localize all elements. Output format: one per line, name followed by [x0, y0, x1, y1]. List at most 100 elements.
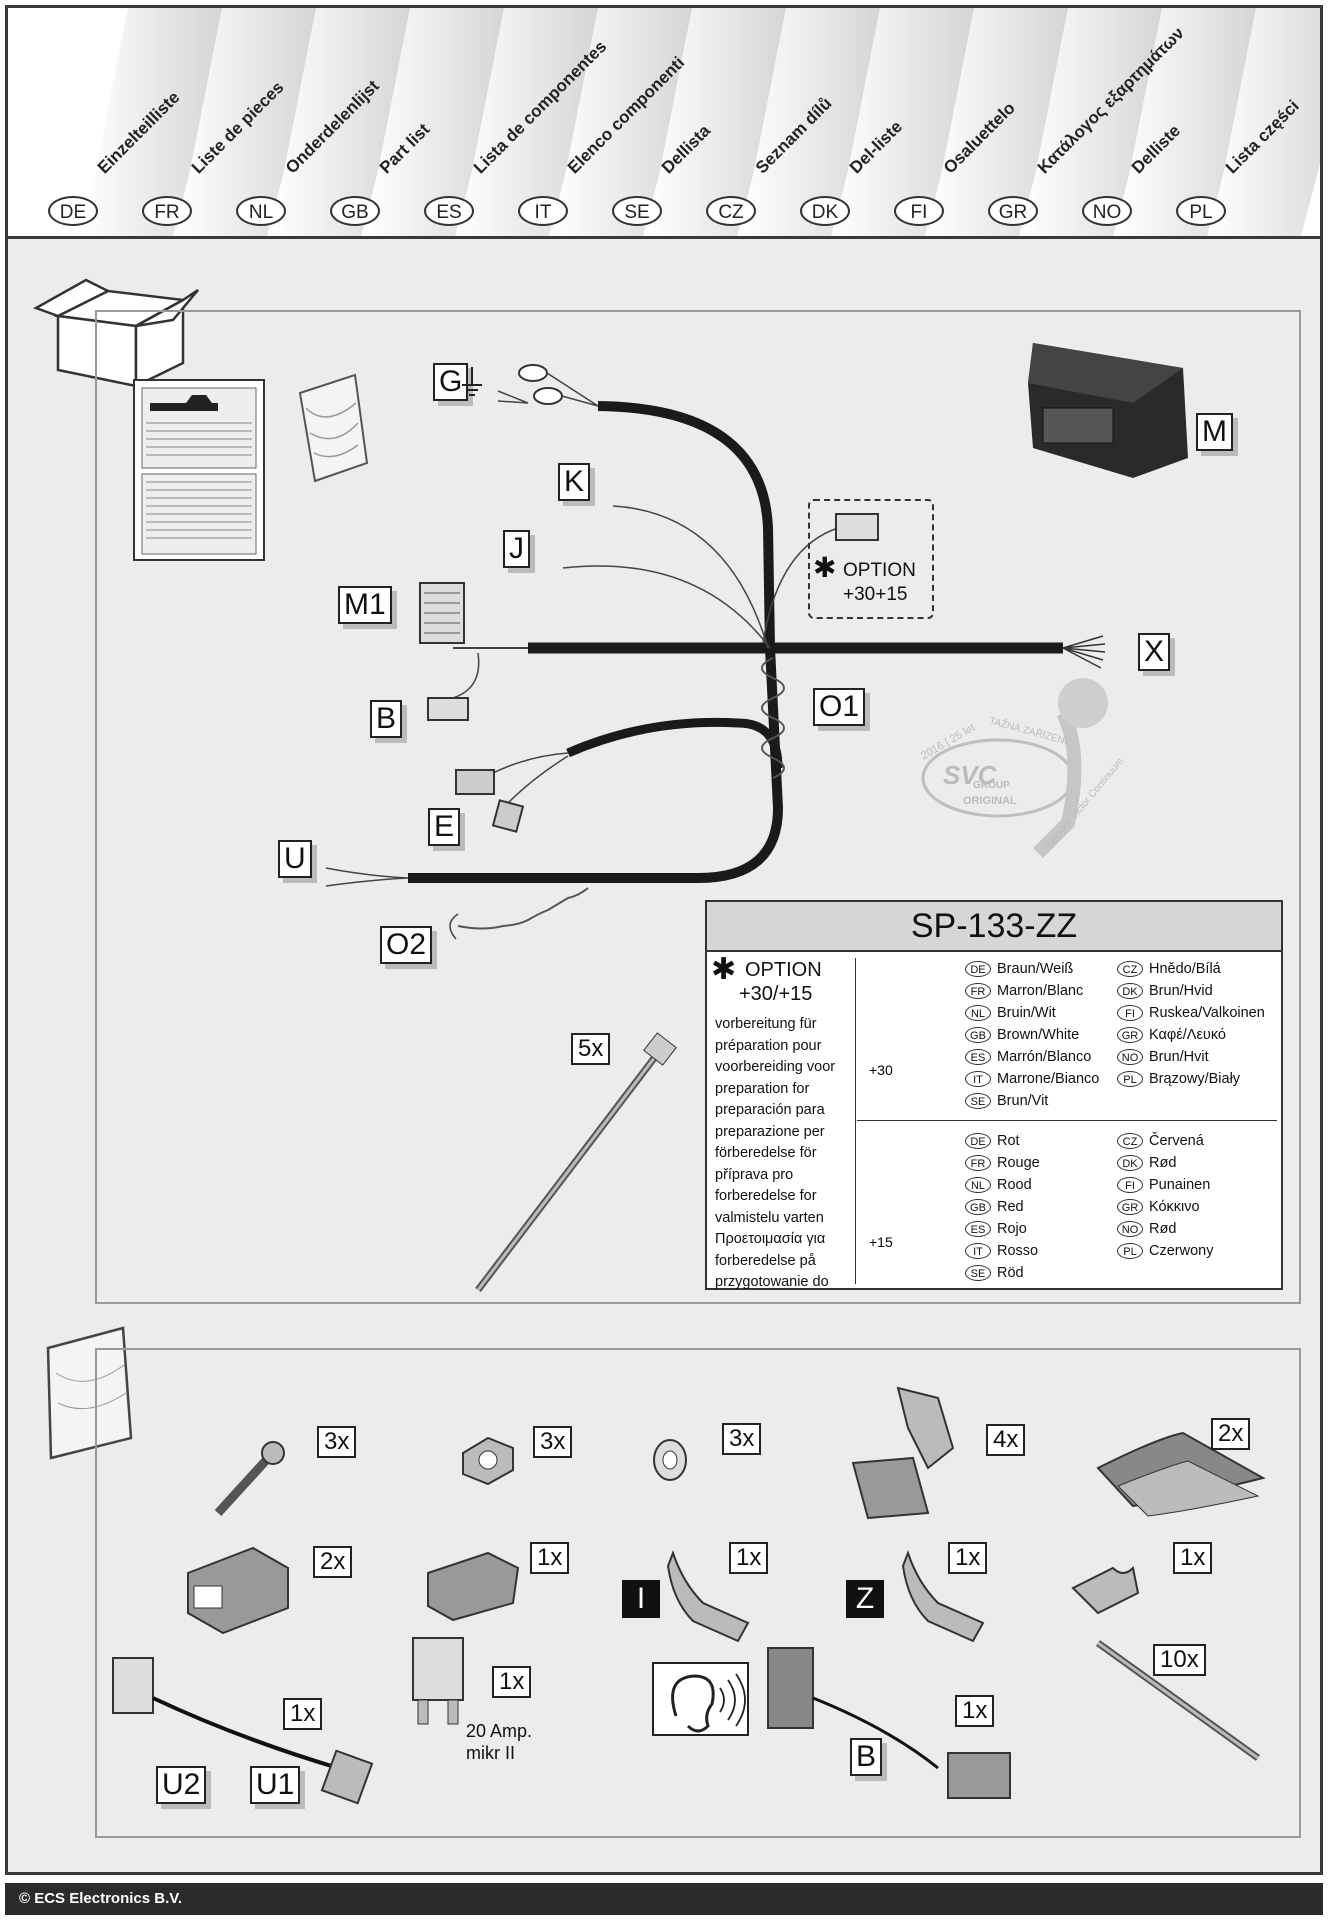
lock-washer-part: [653, 1439, 687, 1481]
label-z: Z: [846, 1580, 884, 1618]
screw-qty: 3x: [317, 1426, 357, 1458]
tie-qty-label: 5x: [571, 1033, 611, 1065]
info-divider-v: [855, 958, 856, 1284]
label-b: B: [370, 700, 403, 738]
wire-color-text: Ruskea/Valkoinen: [1149, 1005, 1265, 1021]
label-x: X: [1138, 633, 1171, 671]
ground-icon: [462, 367, 482, 396]
housing-qty: 2x: [313, 1546, 353, 1578]
label-u2: U2: [156, 1766, 207, 1804]
preparation-line: preparation for: [715, 1080, 810, 1097]
connector-b-plug: [427, 697, 469, 721]
lang-code-badge: FI: [1117, 1005, 1143, 1021]
terminal-plain-part: [1071, 1565, 1140, 1615]
lang-code-badge: NO: [1117, 1221, 1143, 1237]
color-row: FI Punainen: [1117, 1174, 1213, 1196]
option-dashed-box: [808, 499, 934, 619]
preparation-line: příprava pro: [715, 1166, 794, 1183]
label-u: U: [278, 840, 312, 878]
wire-color-text: Καφέ/Λευκό: [1149, 1027, 1226, 1043]
label-u1: U1: [250, 1766, 301, 1804]
part-number-title: SP-133-ZZ: [707, 902, 1281, 952]
cable-tie-10x: [1095, 1640, 1261, 1761]
lang-code-badge: NL: [965, 1177, 991, 1193]
terminal-i-qty: 1x: [729, 1542, 769, 1574]
label-j: J: [503, 530, 530, 568]
terminal-z-part: [901, 1550, 985, 1643]
wire-color-text: Rood: [997, 1177, 1032, 1193]
color-row: GB Red: [965, 1196, 1040, 1218]
preparation-line: forberedelse for: [715, 1188, 817, 1204]
ties-qty: 10x: [1153, 1644, 1206, 1676]
wire-color-text: Brun/Hvit: [1149, 1049, 1209, 1065]
connector-housing-part: [187, 1546, 289, 1635]
lang-code-badge: GB: [965, 1027, 991, 1043]
adapter-qty: 1x: [283, 1698, 323, 1730]
connector-e-plugs: [455, 769, 525, 833]
lang-code-nl: NL: [236, 196, 286, 226]
label-k: K: [558, 463, 591, 501]
plus30-label: +30: [869, 1062, 893, 1078]
wiring-harness: [325, 364, 1106, 940]
info-option-star-icon: ✱: [711, 953, 737, 986]
label-o1: O1: [813, 688, 866, 726]
wire-color-text: Red: [997, 1199, 1024, 1215]
wire-color-text: Rød: [1149, 1221, 1177, 1237]
lang-code-badge: IT: [965, 1071, 991, 1087]
fuse-rating-line2: mikr II: [466, 1743, 515, 1763]
lang-code-badge: DK: [1117, 1155, 1143, 1171]
wire-color-text: Rot: [997, 1133, 1020, 1149]
lang-code-badge: NL: [965, 1005, 991, 1021]
lang-code-badge: CZ: [1117, 1133, 1143, 1149]
lang-code-badge: SE: [965, 1093, 991, 1109]
wire-color-text: Brązowy/Biały: [1149, 1071, 1241, 1087]
pad-qty: 2x: [1211, 1418, 1251, 1450]
lang-code-badge: FR: [965, 983, 991, 999]
wire-color-text: Röd: [997, 1265, 1024, 1281]
option-info-box: SP-133-ZZ ✱ OPTION +30/+15 vorbereitung …: [705, 900, 1283, 1290]
nut-part: [462, 1436, 514, 1486]
buzzer-qty: 1x: [955, 1695, 995, 1727]
watermark-group: GROUP: [973, 780, 1010, 791]
lang-code-gr: GR: [988, 196, 1038, 226]
wire-color-text: Braun/Weiß: [997, 961, 1074, 977]
wire-color-text: Punainen: [1149, 1177, 1211, 1193]
lang-code-badge: FI: [1117, 1177, 1143, 1193]
lang-code-fr: FR: [142, 196, 192, 226]
lang-code-badge: FR: [965, 1155, 991, 1171]
wire-color-text: Marrone/Bianco: [997, 1071, 1100, 1087]
lang-code-badge: PL: [1117, 1071, 1143, 1087]
preparation-line: Προετοιμασία για: [715, 1231, 826, 1247]
lang-code-fi: FI: [894, 196, 944, 226]
label-e: E: [428, 808, 461, 846]
lang-code-gb: GB: [330, 196, 380, 226]
wire-color-text: Marrón/Blanco: [997, 1049, 1092, 1065]
preparation-line: valmistelu varten: [715, 1209, 824, 1226]
lang-code-badge: GB: [965, 1199, 991, 1215]
lang-code-badge: GR: [1117, 1027, 1143, 1043]
fuse-qty: 1x: [492, 1666, 532, 1698]
plug-part: [427, 1551, 520, 1622]
wire-color-text: Marron/Blanc: [997, 983, 1084, 999]
plastic-bag-icon: [298, 373, 369, 483]
preparation-line: przygotowanie do: [715, 1274, 829, 1290]
wire-color-text: Hnědo/Bílá: [1149, 961, 1221, 977]
label-o2: O2: [380, 926, 433, 964]
wire-clip-part: [851, 1386, 955, 1520]
color-row: FR Marron/Blanc: [965, 980, 1099, 1002]
